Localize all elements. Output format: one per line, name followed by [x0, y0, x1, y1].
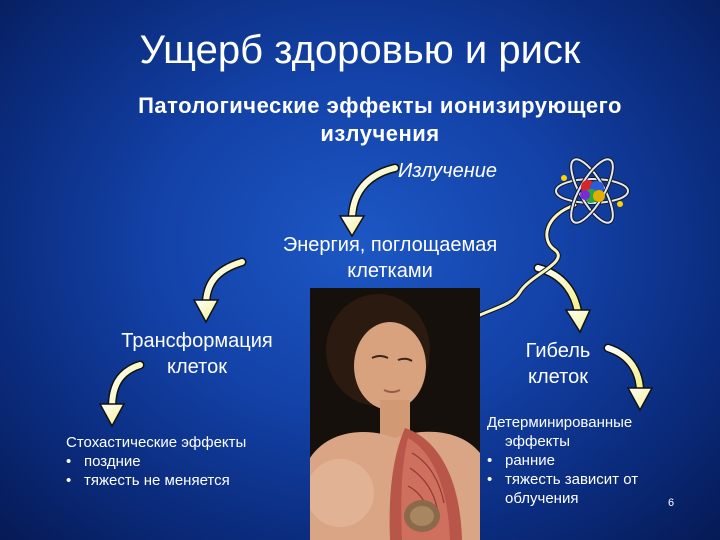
energy-line-1: Энергия, поглощаемая: [250, 232, 530, 258]
node-transformation: Трансформация клеток: [92, 328, 302, 380]
deterministic-effects: Детерминированные эффекты • ранние • тяж…: [487, 413, 687, 508]
stochastic-effects: Стохастические эффекты • поздние • тяжес…: [66, 433, 306, 490]
subtitle-line-2: излучения: [60, 120, 700, 148]
arrow-energy-to-death: [538, 268, 590, 332]
subtitle-line-1: Патологические эффекты ионизирующего: [60, 92, 700, 120]
slide-title: Ущерб здоровью и риск: [0, 28, 720, 73]
node-radiation: Излучение: [398, 158, 528, 184]
deterministic-heading-line-2: эффекты: [487, 432, 687, 451]
node-energy: Энергия, поглощаемая клетками: [250, 232, 530, 284]
death-line-1: Гибель: [498, 338, 618, 364]
arrow-energy-to-transformation: [194, 262, 242, 322]
energy-line-2: клетками: [250, 258, 530, 284]
transformation-line-1: Трансформация: [92, 328, 302, 354]
deterministic-heading-line-1: Детерминированные: [487, 413, 687, 432]
human-anatomy-figure: [310, 288, 480, 540]
transformation-line-2: клеток: [92, 354, 302, 380]
list-item-continuation: облучения: [487, 489, 687, 508]
arrow-radiation-to-energy: [340, 168, 395, 236]
list-item: • ранние: [487, 451, 687, 470]
list-item: • поздние: [66, 452, 306, 471]
stochastic-heading: Стохастические эффекты: [66, 433, 306, 452]
atom-icon: [552, 156, 632, 226]
death-line-2: клеток: [498, 364, 618, 390]
list-item: • тяжесть зависит от: [487, 470, 687, 489]
node-cell-death: Гибель клеток: [498, 338, 618, 390]
slide-number: 6: [668, 497, 674, 509]
list-item: • тяжесть не меняется: [66, 471, 306, 490]
slide-subtitle: Патологические эффекты ионизирующего изл…: [60, 92, 700, 148]
